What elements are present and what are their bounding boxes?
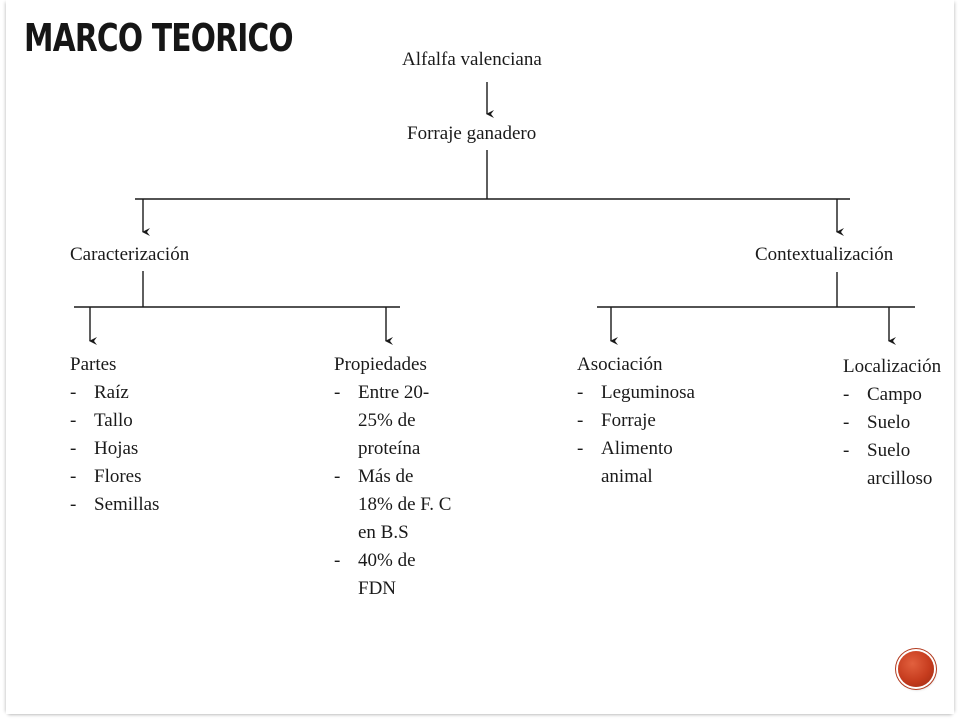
bullet-dash: - <box>70 494 77 515</box>
bullet-dash: - <box>334 550 341 571</box>
bullet-dash: - <box>70 382 77 403</box>
node-asociacion: Asociación <box>577 354 663 375</box>
list-item: -Alimento animal <box>577 435 695 491</box>
bullet-dash: - <box>577 382 584 403</box>
list-item: -40% de FDN <box>334 547 451 603</box>
bullet-dash: - <box>70 466 77 487</box>
list-item-text: Leguminosa <box>601 382 695 403</box>
list-item: -Hojas <box>70 435 159 463</box>
bullet-dash: - <box>70 410 77 431</box>
bullet-dash: - <box>843 440 850 461</box>
partes-list: -Raíz -Tallo -Hojas -Flores -Semillas <box>70 379 159 519</box>
page-title: MARCO TEORICO <box>24 16 294 60</box>
list-item-text: Suelo <box>867 412 911 433</box>
asociacion-list: -Leguminosa -Forraje -Alimento animal <box>577 379 695 491</box>
list-item: -Flores <box>70 463 159 491</box>
list-item-text: Alimento animal <box>601 438 673 487</box>
bullet-dash: - <box>577 438 584 459</box>
list-item: -Forraje <box>577 407 695 435</box>
bullet-dash: - <box>843 412 850 433</box>
list-item-text: Forraje <box>601 410 656 431</box>
list-item: -Suelo arcilloso <box>843 437 932 493</box>
slide-frame <box>6 0 954 714</box>
list-item: -Semillas <box>70 491 159 519</box>
list-item: -Raíz <box>70 379 159 407</box>
bullet-dash: - <box>70 438 77 459</box>
list-item: -Suelo <box>843 409 932 437</box>
list-item: -Más de 18% de F. C en B.S <box>334 463 451 547</box>
node-caracterizacion: Caracterización <box>70 244 190 265</box>
list-item: -Leguminosa <box>577 379 695 407</box>
list-item-text: Entre 20- 25% de proteína <box>358 382 430 459</box>
list-item-text: Tallo <box>94 410 133 431</box>
bullet-dash: - <box>843 384 850 405</box>
bullet-dash: - <box>334 466 341 487</box>
list-item-text: Semillas <box>94 494 160 515</box>
node-contextualizacion: Contextualización <box>755 244 894 265</box>
bullet-dash: - <box>334 382 341 403</box>
list-item: -Tallo <box>70 407 159 435</box>
node-partes: Partes <box>70 354 117 375</box>
node-localizacion: Localización <box>843 356 942 377</box>
localizacion-list: -Campo -Suelo -Suelo arcilloso <box>843 381 932 493</box>
node-root: Alfalfa valenciana <box>402 49 542 70</box>
bullet-dash: - <box>577 410 584 431</box>
list-item-text: Más de 18% de F. C en B.S <box>358 466 452 543</box>
list-item-text: Campo <box>867 384 922 405</box>
list-item-text: Suelo arcilloso <box>867 440 933 489</box>
next-slide-button[interactable] <box>898 651 934 687</box>
list-item-text: Raíz <box>94 382 129 403</box>
node-level1: Forraje ganadero <box>407 123 537 144</box>
list-item: -Entre 20- 25% de proteína <box>334 379 451 463</box>
propiedades-list: -Entre 20- 25% de proteína -Más de 18% d… <box>334 379 451 603</box>
list-item: -Campo <box>843 381 932 409</box>
list-item-text: Flores <box>94 466 142 487</box>
node-propiedades: Propiedades <box>334 354 427 375</box>
list-item-text: 40% de FDN <box>358 550 416 599</box>
list-item-text: Hojas <box>94 438 139 459</box>
